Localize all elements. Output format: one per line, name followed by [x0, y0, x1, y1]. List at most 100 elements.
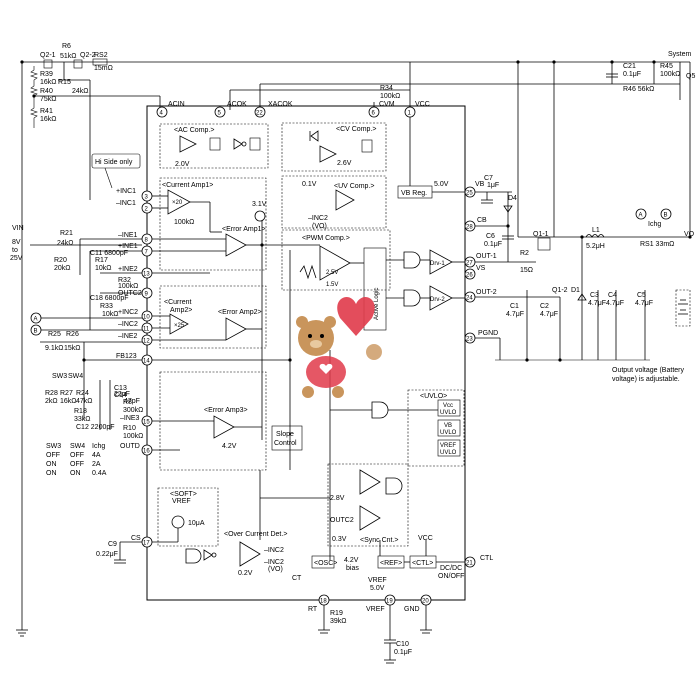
- table-h2: SW4: [70, 443, 85, 450]
- ine2p-label: +INE2: [118, 266, 138, 273]
- ctl-box-label: <CTL>: [412, 560, 433, 567]
- r100k-label: 100kΩ: [174, 219, 194, 226]
- table-h3: Ichg: [92, 443, 105, 450]
- c5-label: C5: [637, 292, 646, 299]
- x25-label: ×25: [174, 323, 185, 329]
- vs-pin-label: VS: [476, 265, 486, 272]
- table-r2-c3: 2A: [92, 461, 101, 468]
- current-amp2-label-b: Amp2>: [170, 307, 192, 314]
- r39-value: 16kΩ: [40, 79, 57, 86]
- current-amp1-label: <Current Amp1>: [162, 182, 213, 189]
- c4-value: 4.7μF: [606, 300, 624, 307]
- svg-text:24: 24: [466, 296, 473, 302]
- r28-label: R28: [45, 390, 58, 397]
- svg-text:16: 16: [143, 449, 150, 455]
- c13-value: 22pF: [114, 391, 130, 398]
- v50b-label: 5.0V: [370, 585, 385, 592]
- pin-5: [214, 106, 226, 118]
- hi-side-callout: [91, 153, 141, 169]
- c9-value: 0.22μF: [96, 551, 118, 558]
- inc1p-label: +INC1: [116, 188, 136, 195]
- uvlo-block: [407, 389, 465, 467]
- ocd-inc2b: –INC2: [264, 559, 284, 566]
- osc-box: [311, 555, 335, 569]
- fb123-label: FB123: [116, 353, 137, 360]
- acok-label: ACOK: [227, 101, 247, 108]
- r8-label: R8: [123, 399, 132, 406]
- table-r3-c2: ON: [70, 470, 81, 477]
- r32-value: 100kΩ: [118, 283, 138, 290]
- svg-text:20: 20: [422, 599, 429, 605]
- svg-text:7: 7: [145, 250, 149, 256]
- soft-label: <SOFT>: [170, 491, 197, 498]
- svg-text:14: 14: [143, 359, 150, 365]
- slope-control-box: [271, 425, 303, 451]
- v01-label: 0.1V: [302, 181, 317, 188]
- error-amp2-label: <Error Amp2>: [218, 309, 262, 316]
- svg-text:15: 15: [143, 420, 150, 426]
- battery-outline: [675, 289, 691, 327]
- c10-label: C10: [396, 641, 409, 648]
- svg-text:18: 18: [320, 599, 327, 605]
- v03-label: 0.3V: [332, 536, 347, 543]
- ine2m-label: –INE2: [118, 333, 138, 340]
- svg-text:B: B: [34, 329, 38, 335]
- r18-label: R18: [74, 408, 87, 415]
- active-logic-box: [363, 247, 387, 331]
- c3-value: 4.7μF: [588, 300, 606, 307]
- pin-4: [156, 106, 168, 118]
- svg-text:A: A: [639, 213, 643, 219]
- output-note-1: Output voltage (Battery: [612, 367, 684, 374]
- cs-label: CS: [131, 535, 141, 542]
- c21-value: 0.1μF: [623, 71, 641, 78]
- r18-value: 33kΩ: [74, 416, 91, 423]
- r28-value: 2kΩ: [45, 398, 58, 405]
- ichg-label: Ichg: [648, 221, 661, 228]
- ocd-inc2a: –INC2: [264, 547, 284, 554]
- vin-label: VIN: [12, 225, 24, 232]
- c6-label: C6: [486, 233, 495, 240]
- table-r2-c1: ON: [46, 461, 57, 468]
- r40-value: 75kΩ: [40, 96, 57, 103]
- svg-text:VREF: VREF: [440, 443, 456, 449]
- ct-label: CT: [292, 575, 302, 582]
- vo-paren-label: (VO): [312, 223, 327, 230]
- ac-comp-label: <AC Comp.>: [174, 127, 214, 134]
- v42-label: 4.2V: [222, 443, 237, 450]
- ocd-vo: (VO): [268, 566, 283, 573]
- svg-text:12: 12: [143, 339, 150, 345]
- ctl-pin-label: CTL: [480, 555, 493, 562]
- r34-label: R34: [380, 85, 393, 92]
- svg-text:26: 26: [466, 273, 473, 279]
- c1-value: 4.7μF: [506, 311, 524, 318]
- error-amp3-label: <Error Amp3>: [204, 407, 248, 414]
- svg-text:22: 22: [256, 111, 263, 117]
- svg-text:8: 8: [145, 238, 149, 244]
- cvm-label: CVM: [379, 101, 395, 108]
- r10-value: 100kΩ: [123, 433, 143, 440]
- q2-1-label: Q2-1: [40, 52, 56, 59]
- error-amp1-label: <Error Amp1>: [222, 226, 266, 233]
- r20-label: R20: [54, 257, 67, 264]
- r26-value: 15kΩ: [64, 345, 81, 352]
- svg-text:5: 5: [218, 111, 222, 117]
- c12-label: C12 2200pF: [76, 424, 115, 431]
- drv2-label: Drv-2: [430, 297, 445, 303]
- c14-label: C14: [114, 392, 127, 399]
- v20-label: 2.0V: [175, 161, 190, 168]
- v28-label: 2.8V: [330, 495, 345, 502]
- ine1m-label: –INE1: [118, 232, 138, 239]
- table-r1-c2: OFF: [70, 452, 84, 459]
- vref50-label: VREF: [368, 577, 387, 584]
- rs2-value: 15mΩ: [94, 65, 113, 72]
- c1-label: C1: [510, 303, 519, 310]
- teddy-bear-sticker: [296, 296, 382, 398]
- slope-label-1: Slope: [276, 431, 294, 438]
- svg-text:21: 21: [466, 561, 473, 567]
- soft-vref-label: VREF: [172, 498, 191, 505]
- svg-text:UVLO: UVLO: [440, 430, 457, 436]
- vo-out-label: VO: [684, 231, 695, 238]
- r27-label: R27: [60, 390, 73, 397]
- ic-body: [146, 105, 466, 601]
